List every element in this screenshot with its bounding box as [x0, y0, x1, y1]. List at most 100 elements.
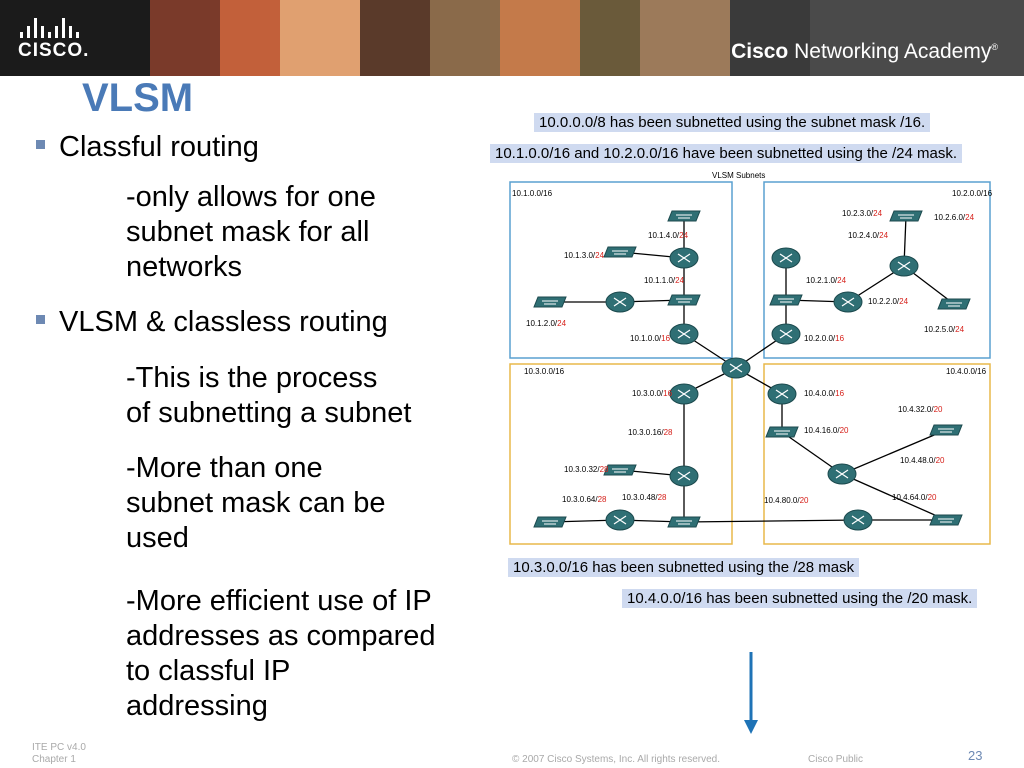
subnet-label-b2: 10.2.6.0/24	[934, 213, 975, 222]
footer-course-2: Chapter 1	[32, 754, 76, 765]
subnet-label-tl-net: 10.1.0.0/16	[512, 189, 553, 198]
switch-icon	[929, 514, 963, 526]
banner-photo-5	[430, 0, 500, 76]
sub-text-efficient: -More efficient use of IP addresses as c…	[126, 585, 436, 722]
subnet-label-b3: 10.2.4.0/24	[848, 231, 889, 240]
switch-icon	[603, 246, 637, 258]
footer-course: ITE PC v4.0 Chapter 1	[32, 742, 86, 766]
banner-photo-1	[150, 0, 220, 76]
cisco-logo-text: CISCO.	[18, 40, 90, 61]
banner-photo-9	[730, 0, 810, 76]
router-icon	[771, 323, 801, 345]
diagram-labels: 10.1.0.0/16 10.2.0.0/16 10.3.0.0/16 10.4.0.…	[512, 189, 993, 505]
banner-photo-4	[360, 0, 430, 76]
academy-networking: Networking Academy	[788, 40, 992, 63]
subnet-label-br-net: 10.4.0.0/16	[946, 367, 987, 376]
switch-icon	[667, 516, 701, 528]
subnet-label-bl-net: 10.3.0.0/16	[524, 367, 565, 376]
academy-mark: ®	[991, 42, 998, 52]
slide-title: VLSM	[82, 76, 194, 120]
router-icon	[669, 383, 699, 405]
subnet-label-a5: 10.1.0.0/16	[630, 334, 671, 343]
subnet-label-a2: 10.1.3.0/24	[564, 251, 605, 260]
subnet-label-d3: 10.4.16.0/20	[804, 426, 849, 435]
footer-classification: Cisco Public	[808, 754, 864, 765]
banner-photo-7	[580, 0, 640, 76]
diagram-svg: VLSM Subnets 10.1.0.0/16 10.2.0.0/16 10.3.…	[502, 168, 998, 550]
banner-photo-3	[280, 0, 360, 76]
router-icon	[827, 463, 857, 485]
subnet-label-c4: 10.3.0.48/28	[622, 493, 667, 502]
router-icon	[767, 383, 797, 405]
switch-icon	[667, 210, 701, 222]
subnet-label-b7: 10.2.0.0/16	[804, 334, 845, 343]
network-link	[841, 429, 947, 475]
switch-icon	[769, 294, 803, 306]
router-icon	[669, 323, 699, 345]
subnet-label-d2: 10.4.32.0/20	[898, 405, 943, 414]
subnet-label-b4: 10.2.1.0/24	[806, 276, 847, 285]
banner-photo-10	[810, 0, 1024, 76]
switch-icon	[937, 298, 971, 310]
subnet-label-b1: 10.2.3.0/24	[842, 209, 883, 218]
callout-subnetted-20: 10.4.0.0/16 has been subnetted using the…	[622, 589, 978, 608]
sub-text-multiple-masks: -More than one subnet mask can be used	[126, 452, 386, 554]
diagram-devices	[533, 210, 971, 531]
switch-icon	[929, 424, 963, 436]
subnet-label-tr-net: 10.2.0.0/16	[952, 189, 993, 198]
switch-icon	[889, 210, 923, 222]
subnet-label-c2: 10.3.0.16/28	[628, 428, 673, 437]
callout-subnetted-16: 10.0.0.0/8 has been subnetted using the …	[534, 113, 931, 132]
header-banner: CISCO. Cisco Networking Academy®	[0, 0, 1024, 76]
subnet-label-d1: 10.4.0.0/16	[804, 389, 845, 398]
router-icon	[771, 247, 801, 269]
academy-title: Cisco Networking Academy®	[731, 40, 998, 64]
router-icon	[669, 465, 699, 487]
router-icon	[605, 509, 635, 531]
banner-photo-2	[220, 0, 280, 76]
box-10-3	[509, 363, 733, 545]
network-link	[683, 519, 859, 523]
subnet-label-a3: 10.1.1.0/24	[644, 276, 685, 285]
box-10-1	[509, 181, 733, 359]
subnet-label-c5: 10.3.0.64/28	[562, 495, 607, 504]
cisco-logo: CISCO.	[18, 16, 89, 62]
academy-cisco: Cisco	[731, 40, 789, 63]
network-link	[841, 473, 947, 521]
subnet-label-b6: 10.2.5.0/24	[924, 325, 965, 334]
banner-photo-8	[640, 0, 730, 76]
router-icon	[889, 255, 919, 277]
box-10-2	[763, 181, 991, 359]
switch-icon	[765, 426, 799, 438]
subnet-label-c1: 10.3.0.0/16	[632, 389, 673, 398]
switch-icon	[667, 294, 701, 306]
subnet-label-d6: 10.4.64.0/20	[892, 493, 937, 502]
sub-text-process: -This is the process of subnetting a sub…	[126, 362, 412, 429]
switch-icon	[603, 464, 637, 476]
banner-photo-6	[500, 0, 580, 76]
vlsm-network-diagram: VLSM Subnets 10.1.0.0/16 10.2.0.0/16 10.3.…	[502, 168, 998, 550]
bullet-square-icon	[36, 314, 45, 324]
bullet-vlsm-text: VLSM & classless routing	[59, 306, 388, 338]
bullet-classful: Classful routing	[36, 131, 259, 164]
subnet-label-a4: 10.1.2.0/24	[526, 319, 567, 328]
subnet-label-d4: 10.4.48.0/20	[900, 456, 945, 465]
cisco-bars-icon	[20, 16, 89, 38]
router-icon	[669, 247, 699, 269]
subnet-label-d5: 10.4.80.0/20	[764, 496, 809, 505]
callout-subnetted-24: 10.1.0.0/16 and 10.2.0.0/16 have been su…	[490, 144, 963, 163]
sub-text-one-mask: -only allows for one subnet mask for all…	[126, 181, 376, 283]
down-arrow-icon	[744, 652, 758, 734]
subnet-label-a1: 10.1.4.0/24	[648, 231, 689, 240]
bullet-classful-text: Classful routing	[59, 131, 259, 163]
switch-icon	[533, 516, 567, 528]
router-icon	[843, 509, 873, 531]
router-icon	[605, 291, 635, 313]
footer-copyright: © 2007 Cisco Systems, Inc. All rights re…	[512, 754, 721, 765]
subnet-label-b5: 10.2.2.0/24	[868, 297, 909, 306]
footer-course-1: ITE PC v4.0	[32, 742, 86, 753]
subnet-label-c3: 10.3.0.32/28	[564, 465, 609, 474]
callout-subnetted-28: 10.3.0.0/16 has been subnetted using the…	[508, 558, 860, 577]
bullet-vlsm: VLSM & classless routing	[36, 306, 388, 339]
diagram-title: VLSM Subnets	[712, 171, 765, 180]
